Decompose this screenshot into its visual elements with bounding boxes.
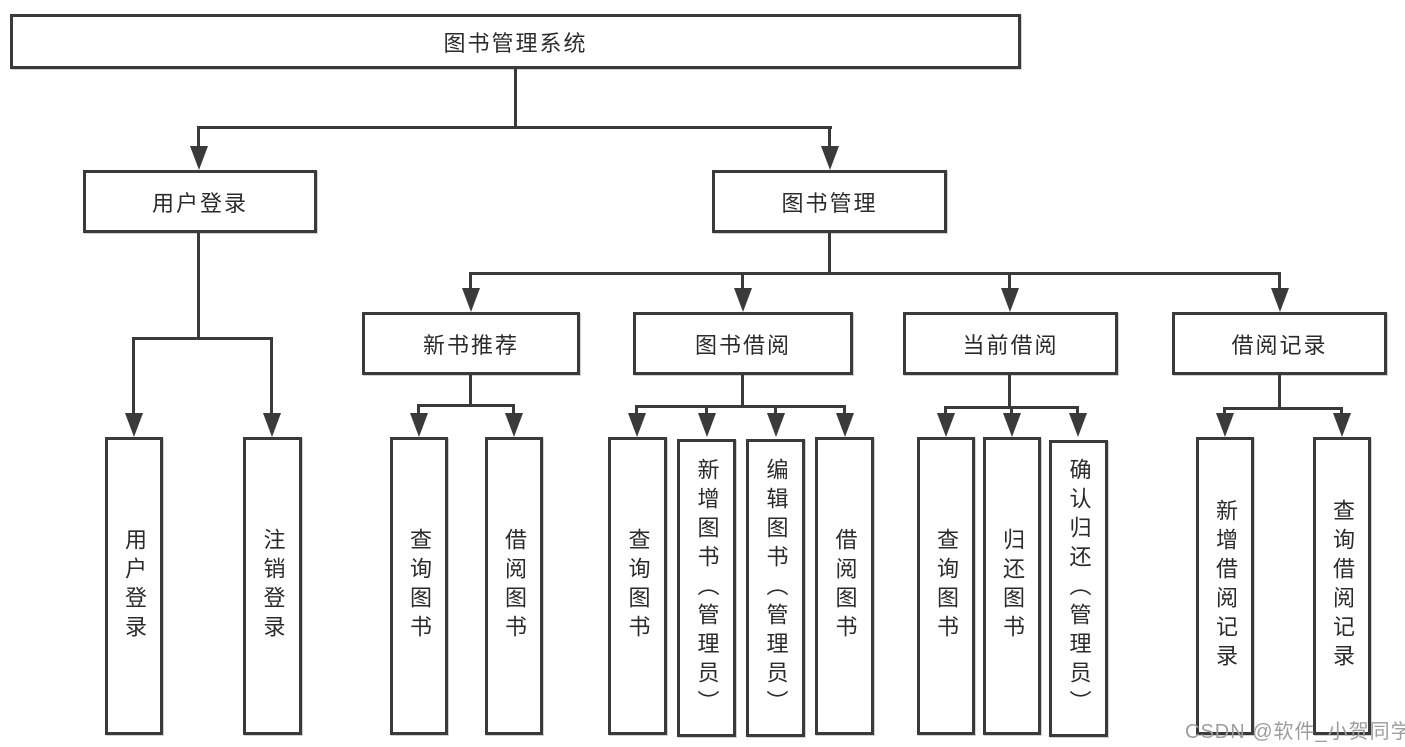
connector-drop-br-add [1223,407,1226,413]
node-leaf-bb-query-books: 查询图书 [608,437,667,735]
connector-book-borrow-bar [635,405,846,408]
node-leaf-cb-query-books: 查询图书 [917,437,975,735]
arrowhead-nb-query [410,413,428,437]
node-book-borrow: 图书借阅 [633,312,853,375]
connector-drop-user-login [197,126,200,148]
node-leaf-bb-edit-books-label: 编辑图书（管理员） [763,457,789,719]
connector-drop-logout-leaf [270,337,273,413]
node-leaf-bb-add-books-label: 新增图书（管理员） [694,457,720,719]
arrowhead-borrow-records [1271,288,1289,312]
csdn-watermark: CSDN @软件_小贺同学 [1185,715,1405,744]
arrowhead-br-query [1333,413,1351,437]
connector-root-stem [514,69,517,126]
node-leaf-cb-return-books-label: 归还图书 [1000,528,1025,644]
node-leaf-br-add-record-label: 新增借阅记录 [1213,499,1238,673]
connector-drop-login-leaf [132,337,135,413]
arrowhead-bb-edit [767,413,785,437]
node-leaf-user-login: 用户登录 [105,437,163,735]
node-leaf-cb-query-books-label: 查询图书 [934,528,959,644]
connector-drop-nb-borrow [512,404,515,413]
node-leaf-cb-confirm-return: 确认归还（管理员） [1049,440,1108,737]
connector-new-book-bar [417,404,515,407]
node-leaf-logout-label: 注销登录 [260,528,286,644]
connector-drop-bb-add [705,405,708,413]
connector-drop-book-management [828,126,831,148]
connector-drop-cb-query [944,406,947,413]
arrowhead-logout-leaf [263,413,281,437]
arrowhead-book-borrow [734,288,752,312]
connector-drop-cb-return [1010,406,1013,413]
connector-drop-bb-query [635,405,638,413]
node-new-book-recommend: 新书推荐 [362,312,580,375]
connector-borrow-records-bar [1223,407,1343,410]
node-root-label: 图书管理系统 [443,30,588,56]
node-leaf-cb-confirm-return-label: 确认归还（管理员） [1066,458,1092,719]
node-leaf-nb-borrow-books: 借阅图书 [485,437,543,735]
node-leaf-user-login-label: 用户登录 [122,528,147,644]
connector-drop-br-query [1340,407,1343,413]
arrowhead-cb-confirm [1069,413,1087,437]
connector-drop-current-borrow [1008,272,1011,288]
connector-user-login-stem [197,233,200,337]
node-borrow-records-label: 借阅记录 [1231,332,1328,358]
node-root: 图书管理系统 [10,14,1021,69]
connector-drop-new-book [469,272,472,288]
node-leaf-br-query-record-label: 查询借阅记录 [1330,499,1355,673]
connector-drop-bb-borrow [843,405,846,413]
node-book-borrow-label: 图书借阅 [694,332,791,358]
csdn-watermark-text: CSDN @软件_小贺同学 [1185,721,1405,743]
connector-drop-bb-edit [774,405,777,413]
connector-book-management-stem [828,233,831,272]
node-leaf-bb-borrow-books-label: 借阅图书 [832,528,858,644]
node-user-login-label: 用户登录 [151,190,248,216]
node-user-login: 用户登录 [83,170,317,233]
node-current-borrow: 当前借阅 [903,312,1118,375]
connector-new-book-stem [469,375,472,404]
node-leaf-br-add-record: 新增借阅记录 [1196,437,1254,735]
node-leaf-bb-borrow-books: 借阅图书 [815,437,874,735]
connector-borrow-records-stem [1278,375,1281,407]
node-book-management: 图书管理 [712,170,947,233]
arrowhead-bb-borrow [836,413,854,437]
arrowhead-new-book [462,288,480,312]
arrowhead-current-borrow [1001,288,1019,312]
node-leaf-nb-borrow-books-label: 借阅图书 [502,528,527,644]
node-leaf-nb-query-books: 查询图书 [390,437,448,735]
connector-book-borrow-stem [741,375,744,405]
connector-drop-nb-query [417,404,420,413]
arrowhead-user-login [190,146,208,170]
arrowhead-br-add [1216,413,1234,437]
connector-current-borrow-stem [1008,375,1011,406]
connector-book-management-bar [469,272,1281,275]
node-new-book-recommend-label: 新书推荐 [422,332,519,358]
node-leaf-bb-edit-books: 编辑图书（管理员） [746,439,805,737]
connector-drop-borrow-records [1278,272,1281,288]
arrowhead-book-management [821,146,839,170]
connector-user-login-bar [132,337,273,340]
arrowhead-bb-query [628,413,646,437]
node-leaf-br-query-record: 查询借阅记录 [1313,437,1371,735]
node-book-management-label: 图书管理 [781,190,878,216]
arrowhead-cb-query [937,413,955,437]
arrowhead-cb-return [1003,413,1021,437]
connector-root-bar [198,126,832,129]
arrowhead-login-leaf [125,413,143,437]
node-leaf-bb-add-books: 新增图书（管理员） [677,439,736,737]
node-leaf-nb-query-books-label: 查询图书 [407,528,432,644]
connector-drop-cb-confirm [1076,406,1079,413]
node-current-borrow-label: 当前借阅 [962,332,1059,358]
arrowhead-nb-borrow [505,413,523,437]
node-leaf-bb-query-books-label: 查询图书 [625,528,651,644]
node-leaf-logout: 注销登录 [243,437,302,735]
node-borrow-records: 借阅记录 [1172,312,1387,375]
connector-drop-book-borrow [741,272,744,288]
arrowhead-bb-add [698,413,716,437]
node-leaf-cb-return-books: 归还图书 [983,437,1041,735]
